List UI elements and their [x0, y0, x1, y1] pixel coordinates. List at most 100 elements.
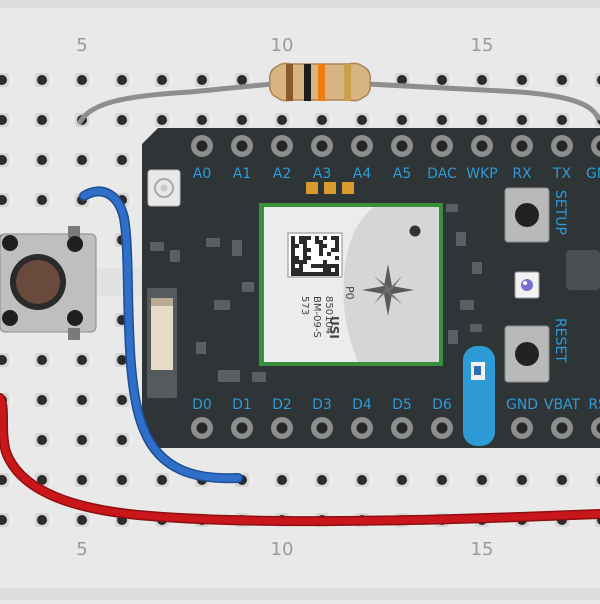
header-pin-hole — [517, 423, 528, 434]
datamatrix-cell — [335, 236, 339, 240]
datamatrix-cell — [319, 252, 323, 256]
datamatrix-cell — [331, 264, 335, 268]
header-pin-hole — [317, 141, 328, 152]
breadboard-hole — [317, 475, 327, 485]
datamatrix-cell — [327, 272, 331, 276]
breadboard-hole — [37, 395, 47, 405]
column-number-15-top: 15 — [471, 35, 494, 56]
breadboard-hole — [37, 155, 47, 165]
datamatrix-cell — [291, 252, 295, 256]
datamatrix-cell — [323, 264, 327, 268]
pin-label-top-tx: TX — [552, 166, 572, 182]
header-pin-hole — [197, 423, 208, 434]
breadboard-hole — [77, 75, 87, 85]
breadboard-hole — [117, 395, 127, 405]
breadboard-hole — [237, 75, 247, 85]
datamatrix-cell — [307, 248, 311, 252]
datamatrix-cell — [291, 268, 295, 272]
setup-button[interactable] — [505, 188, 549, 242]
pin-label-top-a1: A1 — [233, 166, 251, 182]
breadboard-hole — [37, 75, 47, 85]
breadboard-hole — [37, 355, 47, 365]
pushbutton-corner-2 — [67, 236, 83, 252]
breadboard-hole — [517, 115, 527, 125]
header-pin-hole — [357, 141, 368, 152]
pin-label-top-gnd: GND — [586, 166, 600, 182]
datamatrix-cell — [295, 272, 299, 276]
setup-button-cap[interactable] — [515, 203, 539, 227]
header-pin-hole — [397, 423, 408, 434]
datamatrix-cell — [299, 272, 303, 276]
datamatrix-cell — [315, 240, 319, 244]
datamatrix-cell — [295, 244, 299, 248]
datamatrix-cell — [335, 240, 339, 244]
datamatrix-cell — [303, 260, 307, 264]
breadboard-hole — [557, 75, 567, 85]
datamatrix-cell — [295, 260, 299, 264]
datamatrix-cell — [319, 272, 323, 276]
header-pin-hole — [437, 423, 448, 434]
pushbutton[interactable] — [0, 226, 96, 340]
breadboard-hole — [437, 75, 447, 85]
pushbutton-leg-2 — [68, 328, 80, 340]
datamatrix-cell — [303, 248, 307, 252]
datamatrix-cell — [299, 264, 303, 268]
pin-label-bottom-d6: D6 — [432, 397, 452, 413]
pushbutton-corner-4 — [67, 310, 83, 326]
datamatrix-cell — [327, 252, 331, 256]
header-pin-hole — [397, 141, 408, 152]
d7-highlight — [463, 346, 495, 446]
reset-button[interactable] — [505, 326, 549, 382]
breadboard-hole — [357, 115, 367, 125]
datamatrix-cell — [319, 248, 323, 252]
pad-2 — [324, 182, 336, 194]
datamatrix-cell — [303, 252, 307, 256]
datamatrix-cell — [335, 264, 339, 268]
pin-label-top-dac: DAC — [427, 166, 457, 182]
breadboard-hole — [37, 435, 47, 445]
breadboard-hole — [77, 395, 87, 405]
datamatrix-cell — [291, 260, 295, 264]
pin-label-bottom-d3: D3 — [312, 397, 332, 413]
datamatrix-cell — [323, 260, 327, 264]
capacitor-band — [151, 298, 173, 306]
datamatrix-cell — [323, 244, 327, 248]
datamatrix-cell — [331, 236, 335, 240]
datamatrix-cell — [331, 272, 335, 276]
reset-button-cap[interactable] — [515, 342, 539, 366]
header-pin-hole — [477, 141, 488, 152]
datamatrix-cell — [319, 240, 323, 244]
datamatrix-cell — [291, 236, 295, 240]
breadboard-hole — [77, 515, 87, 525]
breadboard-hole — [437, 115, 447, 125]
pushbutton-corner-1 — [2, 235, 18, 251]
breadboard-hole — [77, 475, 87, 485]
resistor-band-4 — [344, 64, 351, 101]
datamatrix-cell — [335, 248, 339, 252]
datamatrix-cell — [295, 268, 299, 272]
breadboard-hole — [77, 435, 87, 445]
datamatrix-cell — [323, 268, 327, 272]
datamatrix-cell — [311, 264, 315, 268]
breadboard-hole — [437, 475, 447, 485]
header-pin-hole — [437, 141, 448, 152]
pin-label-top-a0: A0 — [193, 166, 211, 182]
datamatrix-cell — [319, 244, 323, 248]
resistor[interactable] — [270, 63, 371, 101]
breadboard-bottom-rail — [0, 588, 600, 600]
breadboard-hole — [397, 115, 407, 125]
breadboard-hole — [477, 115, 487, 125]
breadboard-hole — [357, 475, 367, 485]
pushbutton-cap[interactable] — [16, 260, 60, 304]
datamatrix-cell — [291, 244, 295, 248]
datamatrix-cell — [315, 236, 319, 240]
pin-label-bottom-d7: D7 — [472, 397, 492, 413]
module-series-text: BM-09-S — [311, 296, 322, 338]
breadboard-hole — [37, 115, 47, 125]
pin-label-bottom-vbat: VBAT — [544, 397, 581, 413]
breadboard-hole — [317, 115, 327, 125]
d7-led-inner — [474, 366, 481, 375]
datamatrix-cell — [299, 268, 303, 272]
